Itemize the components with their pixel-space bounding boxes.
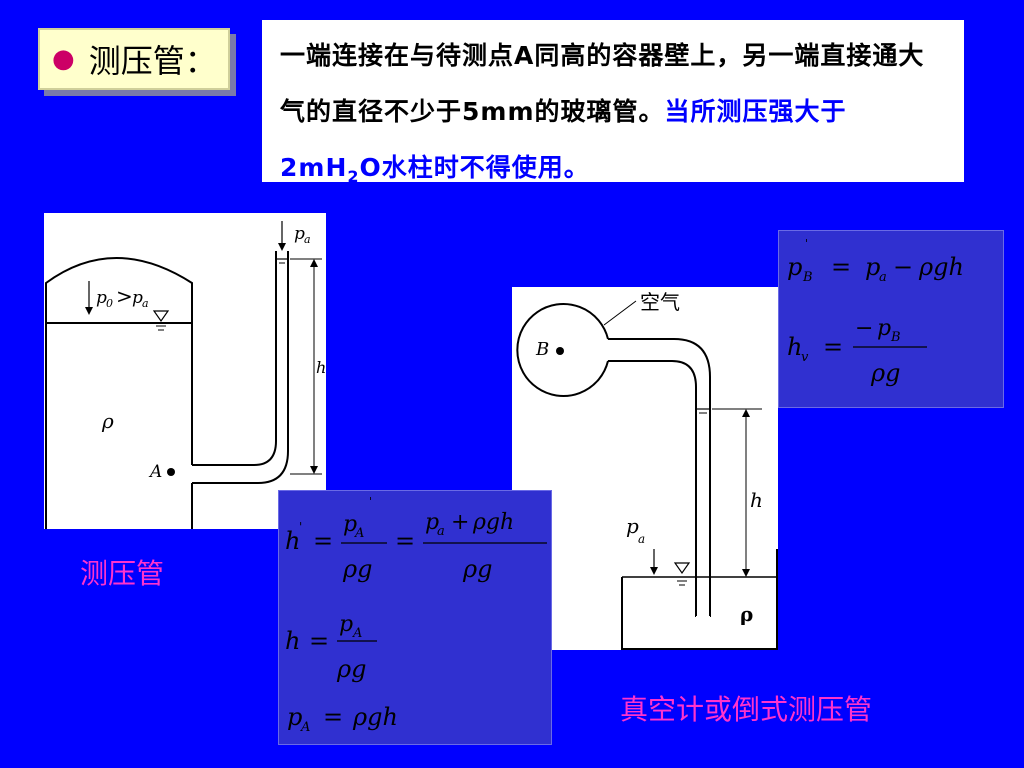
svg-text:−: − (893, 253, 913, 281)
label-p0: p (96, 288, 107, 308)
svg-text:': ' (369, 495, 372, 508)
label-pa-right-sub: a (638, 532, 645, 546)
label-rho-right: ρ (740, 602, 753, 626)
label-B: B (535, 339, 549, 360)
description-highlight-b: O水柱时不得使用。 (359, 153, 590, 182)
svg-text:ρgh: ρgh (472, 510, 514, 535)
svg-text:a: a (437, 524, 445, 539)
svg-text:A: A (300, 720, 310, 735)
equations-right: p ' B = p a − ρgh h v = − p B ρg (778, 230, 1004, 408)
svg-text:=: = (313, 527, 333, 555)
svg-text:p: p (425, 510, 439, 535)
svg-text:p: p (287, 703, 302, 731)
label-A: A (148, 462, 162, 482)
label-pa-2: p (132, 288, 143, 308)
description-box: 一端连接在与待测点A同高的容器壁上，另一端直接通大气的直径不少于5mm的玻璃管。… (262, 20, 964, 185)
svg-text:=: = (831, 253, 851, 281)
svg-text:p: p (865, 253, 880, 281)
svg-text:+: + (451, 510, 469, 535)
label-air: 空气 (640, 290, 680, 314)
label-pa-2-sub: a (142, 297, 149, 310)
label-gt: > (116, 284, 133, 308)
svg-text:p: p (877, 316, 891, 341)
section-tag-label: 测压管： (88, 42, 217, 80)
svg-text:h: h (787, 333, 802, 361)
piezometer-diagram: p a p 0 > p a h ρ A (44, 213, 326, 529)
vacuum-gauge-diagram: 空气 B h p a ρ (512, 287, 778, 650)
svg-text:': ' (299, 520, 302, 534)
svg-text:a: a (879, 270, 887, 285)
label-p0-sub: 0 (106, 297, 113, 310)
label-pa-right: p (626, 514, 639, 538)
svg-text:p: p (339, 612, 353, 637)
label-pa-sub: a (304, 233, 311, 246)
caption-piezometer: 测压管 (80, 557, 165, 590)
svg-text:ρg: ρg (870, 359, 900, 387)
section-tag: ● 测压管： (38, 28, 230, 90)
svg-text:p: p (787, 253, 802, 281)
description-highlight-a: 当所测压强大于2mH (280, 97, 847, 182)
description-text: 一端连接在与待测点A同高的容器壁上，另一端直接通大气的直径不少于5mm的玻璃管。 (280, 41, 925, 126)
svg-text:B: B (890, 330, 901, 345)
caption-vacuum-gauge: 真空计或倒式测压管 (620, 693, 873, 726)
bullet-icon: ● (52, 44, 75, 74)
svg-text:ρg: ρg (336, 655, 366, 683)
equations-center: h ' = p ' A ρg = p a + ρgh ρg h = p A ρg… (278, 490, 552, 745)
description-highlight-sub: 2 (347, 167, 360, 186)
svg-text:A: A (354, 526, 364, 541)
label-rho: ρ (101, 409, 114, 433)
svg-text:=: = (395, 527, 415, 555)
svg-text:=: = (309, 627, 329, 655)
svg-text:A: A (352, 626, 362, 641)
svg-text:−: − (855, 316, 873, 341)
label-h-right: h (750, 488, 763, 512)
svg-text:ρg: ρg (342, 555, 372, 583)
svg-text:h: h (285, 627, 300, 655)
svg-text:ρg: ρg (462, 555, 492, 583)
svg-text:=: = (323, 703, 343, 731)
svg-text:ρgh: ρgh (918, 253, 964, 281)
label-h: h (316, 358, 326, 377)
svg-text:p: p (343, 512, 357, 537)
label-pa: p (294, 224, 305, 244)
svg-text:B: B (802, 270, 813, 285)
svg-text:=: = (823, 333, 843, 361)
svg-text:': ' (805, 237, 808, 250)
svg-text:h: h (285, 527, 300, 555)
svg-text:v: v (801, 350, 809, 365)
svg-text:ρgh: ρgh (352, 703, 398, 731)
